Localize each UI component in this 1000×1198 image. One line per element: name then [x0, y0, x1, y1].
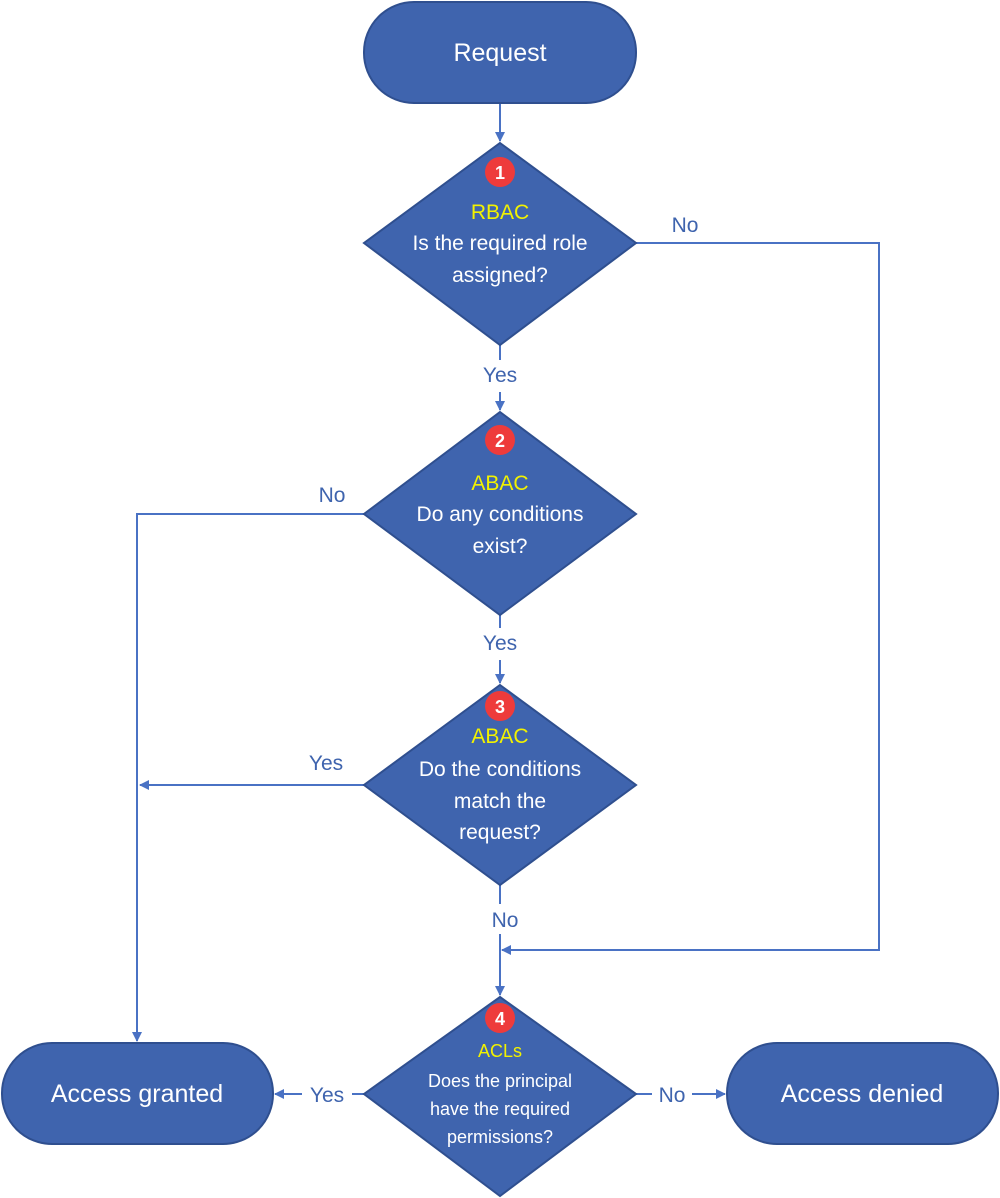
decision-4-number: 4: [495, 1009, 505, 1029]
connector-d2-no-to-granted: [132, 513, 364, 1042]
edge-labels: No Yes No Yes Yes No Yes No: [309, 214, 699, 1107]
outcome-access-denied: Access denied: [726, 1042, 999, 1145]
decision-3-question-line-1: Do the conditions: [419, 758, 581, 781]
start-node: Request: [363, 1, 637, 104]
edge-label-d3-no: No: [492, 909, 519, 932]
decision-2-question-line-2: exist?: [473, 535, 528, 558]
decision-1-question-line-1: Is the required role: [412, 232, 587, 255]
decision-3-number-badge: [485, 691, 515, 721]
decision-4-question-line-2: have the required: [430, 1099, 570, 1119]
decision-2-number: 2: [495, 431, 505, 451]
decision-4-question-line-3: permissions?: [447, 1127, 553, 1147]
edge-label-d3-yes: Yes: [309, 752, 343, 775]
outcome-access-granted: Access granted: [1, 1042, 274, 1145]
edge-label-d1-no: No: [672, 214, 699, 237]
decision-1-number: 1: [495, 163, 505, 183]
edge-label-d2-yes: Yes: [483, 632, 517, 655]
decision-3-question-line-3: request?: [459, 821, 541, 844]
access-granted-label: Access granted: [51, 1080, 223, 1108]
access-denied-label: Access denied: [781, 1080, 944, 1108]
decision-2-number-badge: [485, 425, 515, 455]
decision-4-number-badge: [485, 1003, 515, 1033]
decision-2-category: ABAC: [471, 472, 528, 495]
decision-2-question-line-1: Do any conditions: [417, 503, 584, 526]
edge-label-d1-yes: Yes: [483, 364, 517, 387]
decision-1: 1 RBAC Is the required role assigned?: [362, 141, 638, 347]
connector-d1-no-to-d4: [501, 242, 880, 955]
start-terminal-shape: [363, 1, 637, 104]
access-denied-terminal-shape: [726, 1042, 999, 1145]
decision-2-diamond: [362, 410, 638, 617]
decision-4-category: ACLs: [478, 1041, 522, 1061]
decision-1-diamond: [362, 141, 638, 347]
decision-3-category: ABAC: [471, 725, 528, 748]
decision-4: 4 ACLs Does the principal have the requi…: [362, 995, 638, 1198]
edge-label-d4-yes: Yes: [310, 1084, 344, 1107]
connectors: [132, 103, 880, 1099]
decision-3: 3 ABAC Do the conditions match the reque…: [362, 683, 638, 887]
decision-3-diamond: [362, 683, 638, 887]
decision-3-question-line-2: match the: [454, 790, 546, 813]
decision-1-number-badge: [485, 157, 515, 187]
decision-3-number: 3: [495, 697, 505, 717]
decision-2: 2 ABAC Do any conditions exist?: [362, 410, 638, 617]
decision-4-question-line-1: Does the principal: [428, 1071, 572, 1091]
edge-label-d4-no: No: [659, 1084, 686, 1107]
decision-1-question-line-2: assigned?: [452, 264, 548, 287]
start-label: Request: [453, 39, 546, 67]
decision-1-category: RBAC: [471, 201, 529, 224]
decision-4-diamond: [362, 995, 638, 1198]
edge-label-d2-no: No: [319, 484, 346, 507]
access-granted-terminal-shape: [1, 1042, 274, 1145]
